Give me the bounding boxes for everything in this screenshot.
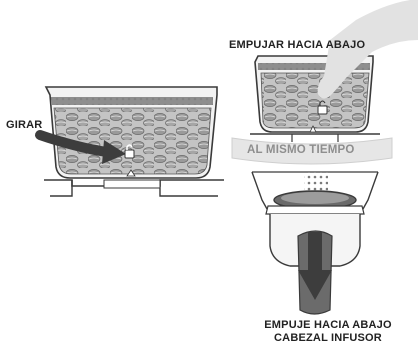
push-brew-head-line2: CABEZAL INFUSOR xyxy=(274,332,382,344)
hand-icon xyxy=(317,0,418,99)
rotate-label: GIRAR xyxy=(6,119,43,131)
left-grinder xyxy=(35,86,224,197)
push-down-label: EMPUJAR HACIA ABAJO xyxy=(229,39,366,51)
same-time-label: AL MISMO TIEMPO xyxy=(247,144,355,156)
push-brew-head-label: EMPUJE HACIA ABAJO CABEZAL INFUSOR xyxy=(250,319,406,345)
rotate-arrow-icon xyxy=(35,130,113,157)
right-grinder xyxy=(250,55,380,142)
lock-icon xyxy=(317,100,328,115)
lock-icon xyxy=(124,144,135,159)
same-time-band xyxy=(231,137,393,165)
push-brew-head-line1: EMPUJE HACIA ABAJO xyxy=(264,319,392,331)
down-arrow-icon xyxy=(298,232,332,300)
